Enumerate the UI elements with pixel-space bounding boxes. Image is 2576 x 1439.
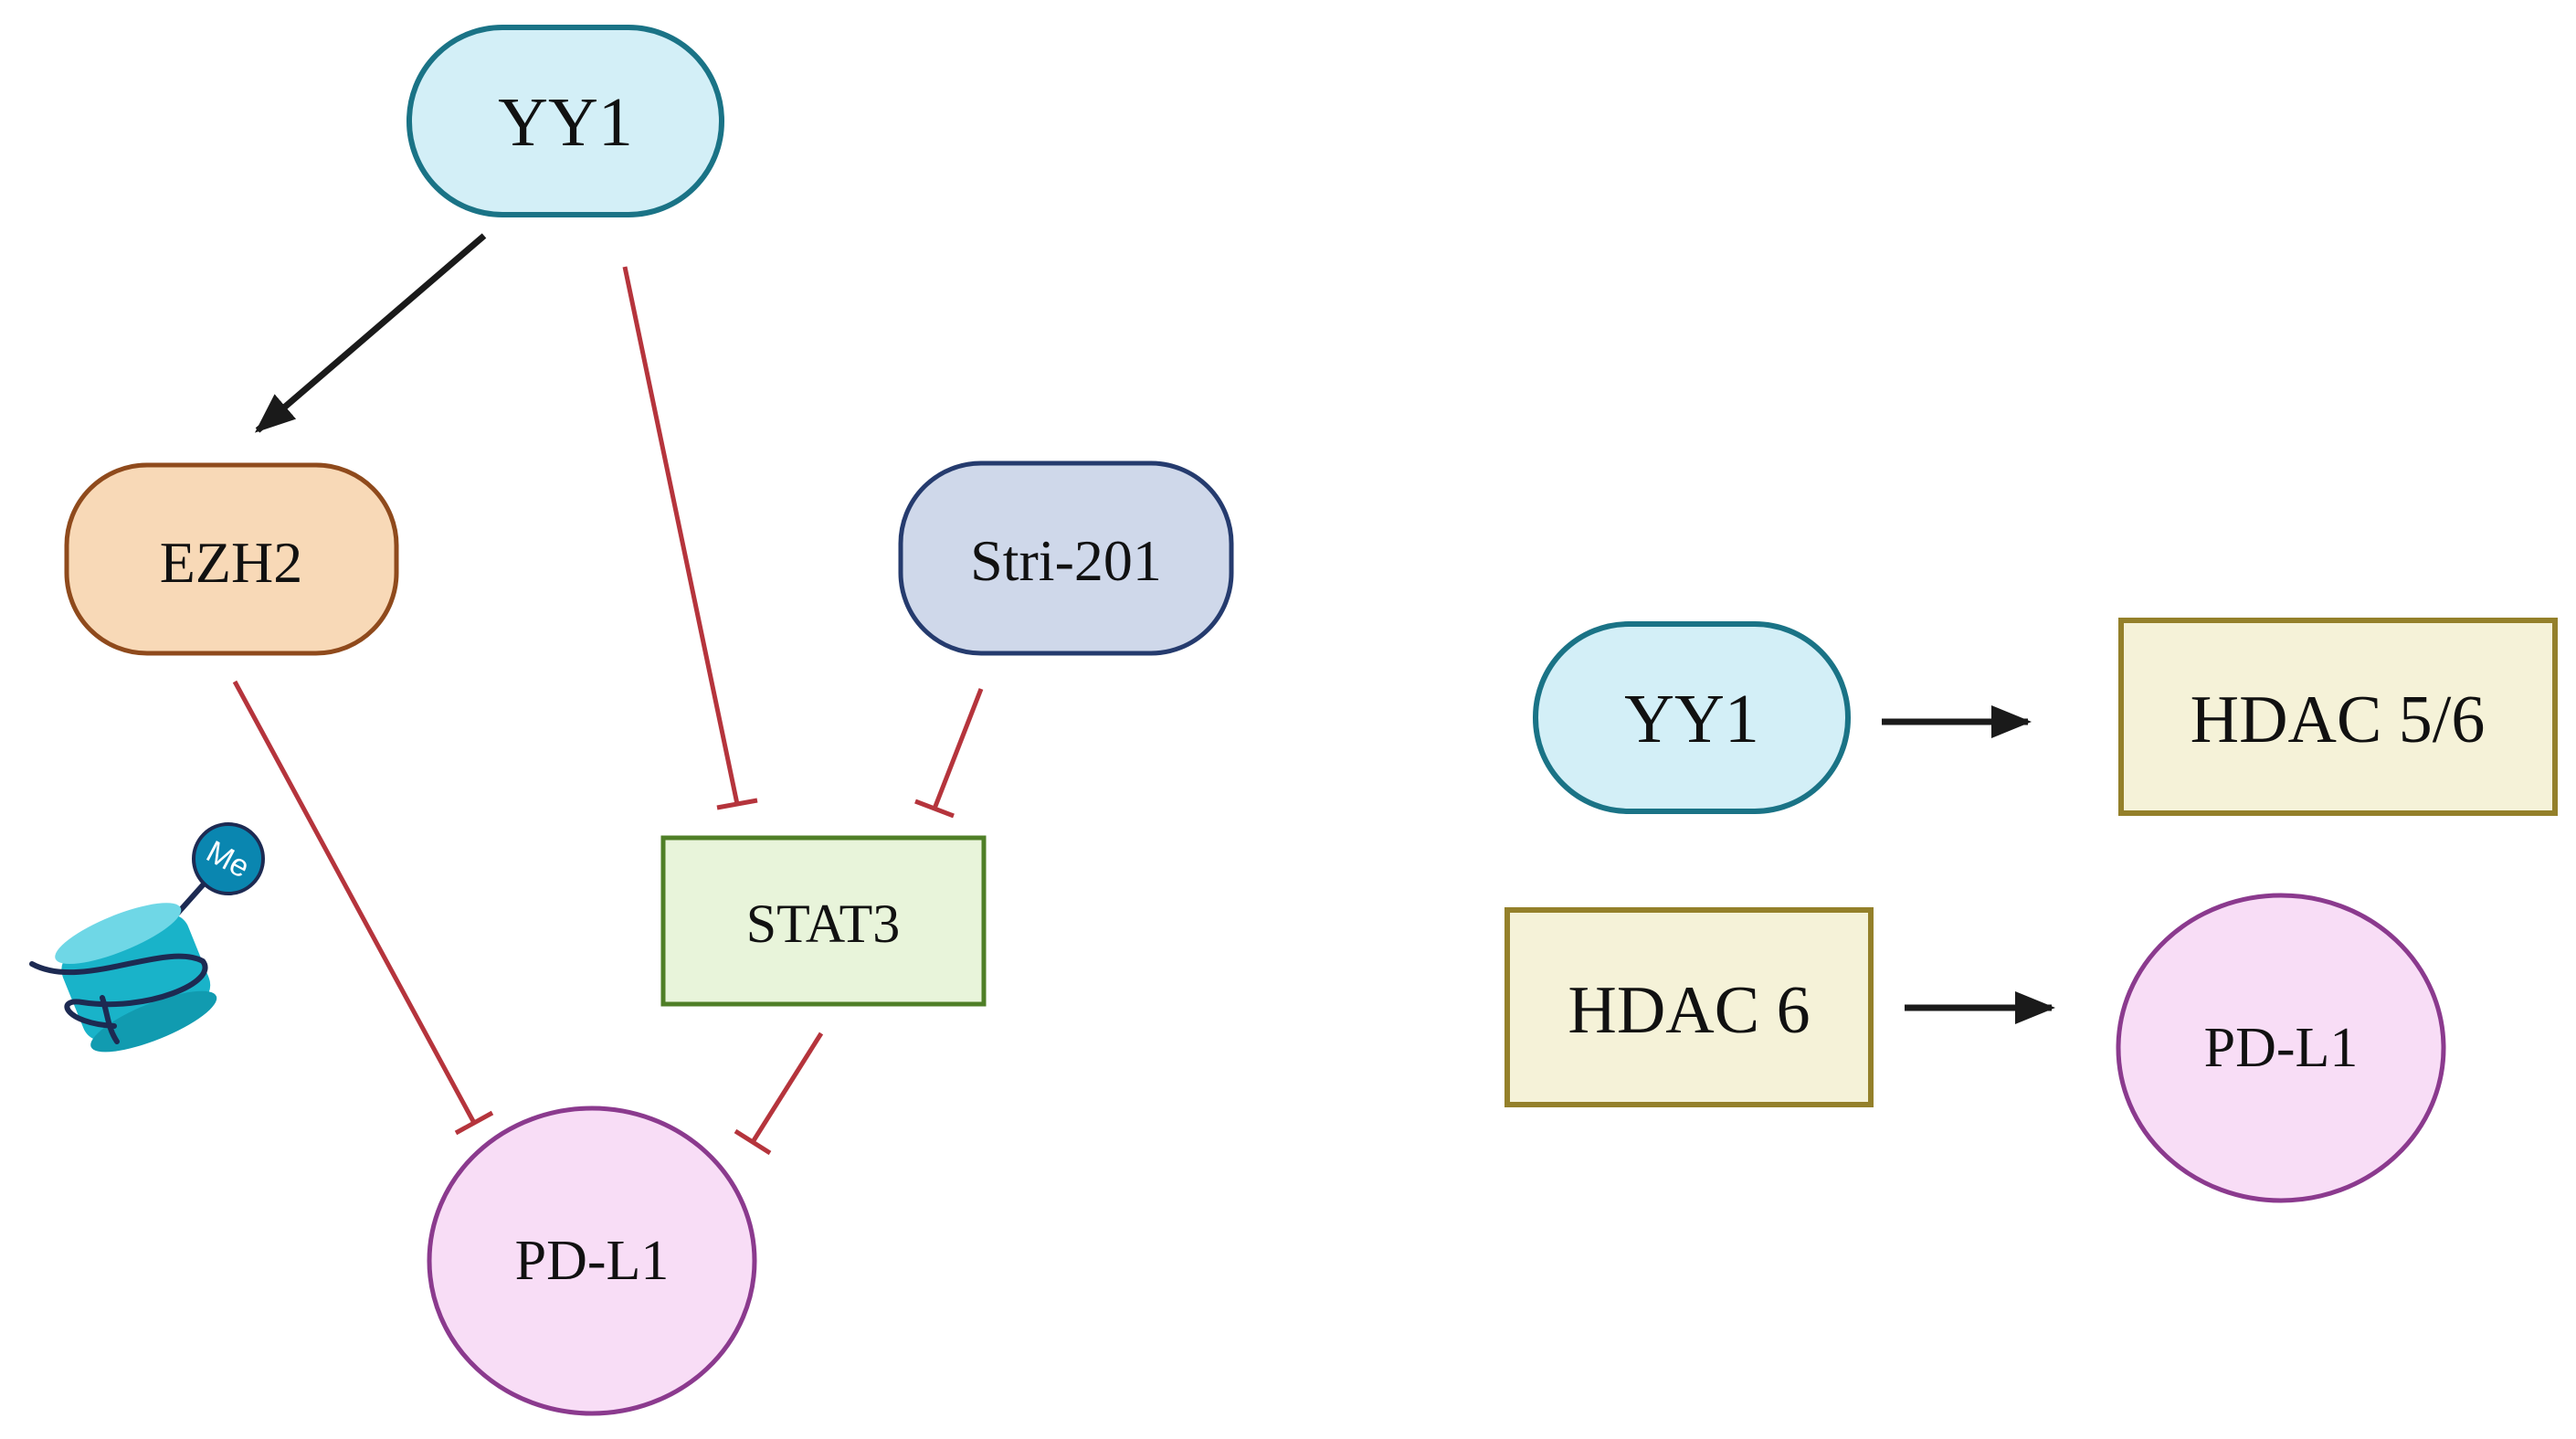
node-hdac56-label: HDAC 5/6 bbox=[2191, 682, 2486, 757]
right-panel: YY1 HDAC 5/6 HDAC 6 PD-L1 bbox=[1504, 618, 2558, 1203]
left-panel: YY1 EZH2 Stri-201 STAT3 PD-L1 bbox=[29, 25, 1234, 1416]
right-row-1: YY1 HDAC 5/6 bbox=[1533, 618, 2558, 816]
node-pdl1-right-label: PD-L1 bbox=[2204, 1017, 2359, 1079]
node-pdl1: PD-L1 bbox=[427, 1106, 757, 1416]
edge-yy1-to-ezh2 bbox=[254, 233, 487, 433]
node-ezh2-label: EZH2 bbox=[160, 530, 302, 595]
node-hdac6: HDAC 6 bbox=[1504, 907, 1874, 1107]
edge-stri201-inhibits-stat3 bbox=[914, 688, 984, 819]
node-pdl1-label: PD-L1 bbox=[515, 1230, 670, 1292]
edge-stat3-inhibits-pdl1 bbox=[734, 1032, 824, 1156]
methylated-nucleosome-icon: Me bbox=[29, 822, 265, 1053]
node-hdac6-label: HDAC 6 bbox=[1568, 973, 1810, 1048]
node-yy1: YY1 bbox=[406, 25, 724, 217]
right-row-2: HDAC 6 PD-L1 bbox=[1504, 893, 2446, 1203]
methyl-badge bbox=[192, 822, 265, 895]
node-pdl1-right: PD-L1 bbox=[2116, 893, 2446, 1203]
edge-yy1-inhibits-stat3 bbox=[622, 266, 758, 810]
node-hdac56: HDAC 5/6 bbox=[2118, 618, 2558, 816]
node-stat3-label: STAT3 bbox=[746, 894, 901, 954]
node-yy1-right-label: YY1 bbox=[1624, 681, 1759, 757]
node-ezh2: EZH2 bbox=[64, 462, 399, 656]
edge-ezh2-inhibits-pdl1 bbox=[232, 680, 494, 1136]
node-stri201: Stri-201 bbox=[898, 460, 1234, 656]
node-stri201-label: Stri-201 bbox=[970, 528, 1162, 593]
node-yy1-label: YY1 bbox=[498, 84, 633, 161]
node-yy1-right: YY1 bbox=[1533, 621, 1851, 814]
node-stat3: STAT3 bbox=[660, 835, 987, 1007]
